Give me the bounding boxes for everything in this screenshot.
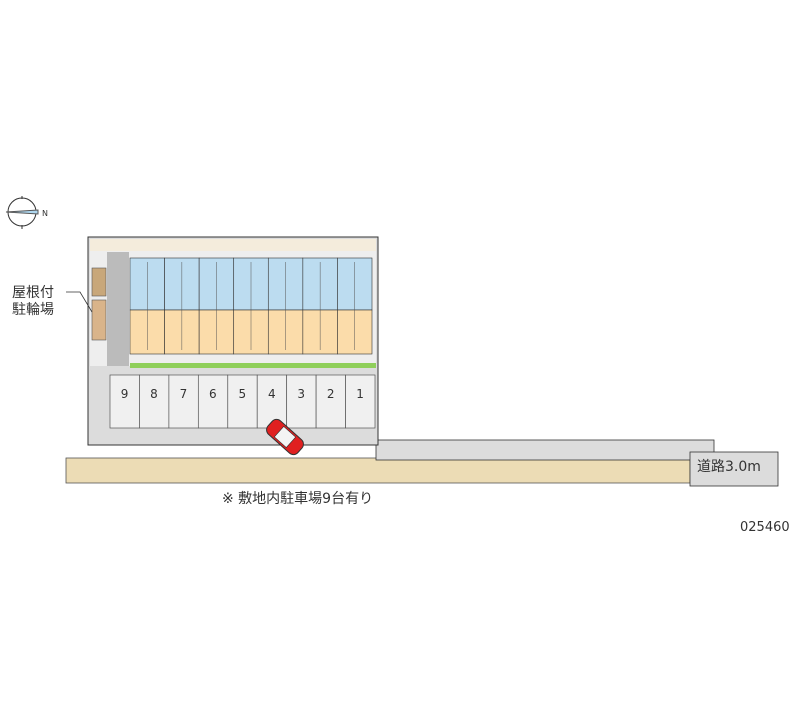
parking-space-number: 8 [150, 387, 158, 401]
top-strip [90, 239, 376, 251]
parking-space-number: 4 [267, 387, 276, 401]
parking-space-number: 1 [356, 387, 364, 401]
unit [337, 257, 373, 355]
unit [164, 257, 200, 355]
parking-space-number: 3 [297, 387, 306, 401]
hedge [130, 363, 376, 368]
road [65, 457, 691, 484]
access-way [375, 439, 715, 461]
parking-space [139, 374, 170, 429]
parking-space [315, 374, 346, 429]
unit [233, 257, 269, 355]
parking-space-number: 2 [326, 387, 335, 401]
compass-icon: N [5, 196, 48, 229]
parking-space [168, 374, 199, 429]
parking-space [345, 374, 376, 429]
car-icon [266, 418, 304, 456]
unit [198, 257, 235, 355]
bike-parking-label: 屋根付 駐輪場 [12, 285, 54, 319]
building-units [129, 257, 373, 355]
label-line: 屋根付 [12, 285, 54, 301]
tiled-walkway [107, 252, 129, 366]
parking-space-number: 5 [238, 387, 247, 401]
bike-parking [91, 267, 107, 341]
property-code: 025460 [740, 520, 790, 535]
svg-text:N: N [42, 209, 48, 218]
parking-space-number: 9 [120, 387, 129, 401]
unit [267, 257, 304, 355]
parking-space-number: 6 [209, 387, 217, 401]
parking-space-number: 7 [179, 387, 188, 401]
label-line: 駐輪場 [12, 302, 54, 318]
parking-note: ※ 敷地内駐車場9台有り [222, 491, 374, 507]
road-label-box [689, 451, 779, 487]
parking-space [109, 374, 140, 429]
road-label: 道路3.0m [697, 459, 761, 475]
parking-space [256, 374, 288, 429]
parking-space [286, 374, 317, 429]
unit [302, 257, 338, 355]
leader-line [66, 291, 93, 313]
unit [129, 257, 165, 355]
parking-spaces [109, 374, 376, 429]
parking-space [227, 374, 258, 429]
